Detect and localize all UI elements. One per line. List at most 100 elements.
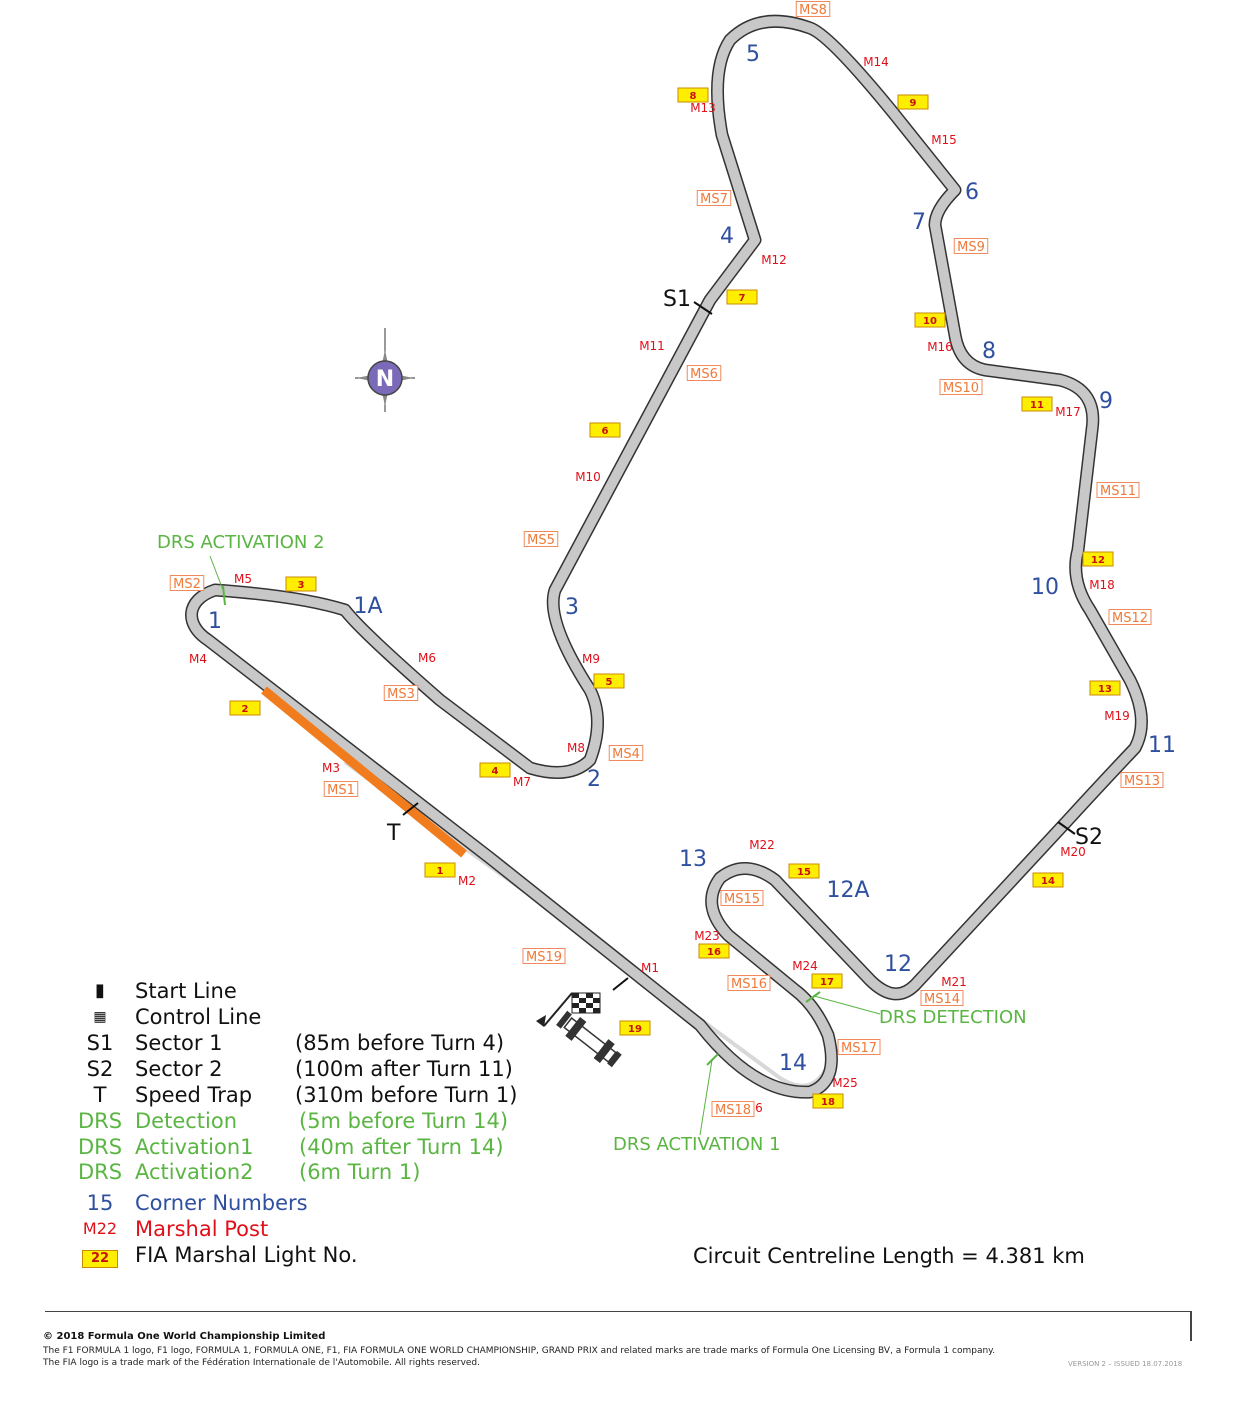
marshal-light: 3: [285, 576, 317, 592]
corner-number: 10: [1031, 575, 1059, 600]
marshal-light: 19: [619, 1020, 651, 1036]
legend-s2-label: Sector 2: [135, 1057, 223, 1081]
marshal-station: MS6: [686, 365, 722, 382]
drs-activation-2-label: DRS ACTIVATION 2: [157, 532, 325, 553]
marshal-light: 5: [593, 673, 625, 689]
legend-corner-label: Corner Numbers: [135, 1191, 308, 1215]
legend-drs-activation-1-label: Activation1: [135, 1135, 254, 1159]
marshal-post: M20: [1060, 845, 1086, 859]
marshal-light: 1: [424, 862, 456, 878]
marshal-station: MS18: [711, 1101, 755, 1118]
legend-t-symbol: T: [93, 1083, 107, 1107]
marshal-post: M18: [1089, 578, 1115, 592]
legend-t-label: Speed Trap: [135, 1083, 253, 1107]
svg-text:7: 7: [739, 293, 746, 304]
marshal-light: 12: [1082, 551, 1114, 567]
marshal-light: 9: [897, 94, 929, 110]
svg-text:8: 8: [690, 91, 697, 102]
drs-activation-1-pointer: [699, 1059, 713, 1136]
drs-detection-pointer: [813, 995, 881, 1015]
chequered-flag-icon: [536, 992, 601, 1027]
sector-2-label: S2: [1075, 825, 1103, 850]
marshal-post: M1: [641, 961, 659, 975]
svg-text:9: 9: [910, 98, 917, 109]
legend-s2-note: (100m after Turn 11): [295, 1057, 513, 1081]
compass-letter: N: [376, 367, 394, 392]
svg-text:MS4: MS4: [612, 747, 640, 762]
svg-text:3: 3: [298, 580, 305, 591]
speed-trap-zone: [261, 686, 467, 858]
marshal-post: M13: [690, 101, 716, 115]
footer-divider-corner: [1190, 1311, 1192, 1341]
corner-number: 5: [746, 42, 760, 67]
legend: ▮ Start Line ▦ Control Line S1 Sector 1 …: [75, 978, 575, 1268]
marshal-light: 7: [726, 289, 758, 305]
svg-text:13: 13: [1098, 684, 1112, 695]
marshal-post: M21: [941, 975, 967, 989]
marshal-post: M11: [639, 339, 665, 353]
sector-2-line: [1057, 821, 1076, 835]
marshal-posts-layer: M1M2M3M4M5M6M7M8M9M10M11M12M13M14M15M16M…: [189, 55, 1130, 1115]
legend-drs-symbol: DRS: [77, 1135, 123, 1159]
legend-drs-detection-note: (5m before Turn 14): [299, 1109, 509, 1133]
marshal-station: MS15: [720, 890, 764, 907]
marshal-post: M25: [832, 1076, 858, 1090]
marshal-station: MS16: [727, 975, 771, 992]
svg-text:14: 14: [1041, 876, 1055, 887]
marshal-post: M23: [694, 929, 720, 943]
marshal-station: MS5: [523, 531, 559, 548]
svg-text:12: 12: [1091, 555, 1105, 566]
circuit-length: Circuit Centreline Length = 4.381 km: [693, 1244, 1085, 1268]
marshal-post: M8: [567, 741, 585, 755]
drs-activation-1-label: DRS ACTIVATION 1: [613, 1134, 781, 1155]
marshal-station: MS3: [383, 685, 419, 702]
marshal-post: M19: [1104, 709, 1130, 723]
svg-text:MS5: MS5: [527, 533, 555, 548]
legend-s1-symbol: S1: [86, 1031, 114, 1055]
marshal-station: MS12: [1108, 609, 1152, 626]
corner-number: 3: [565, 595, 579, 620]
track-surface: [186, 16, 1147, 1098]
svg-text:11: 11: [1030, 400, 1044, 411]
marshal-post: M17: [1055, 405, 1081, 419]
control-line: [612, 977, 629, 991]
drs-activation-2-pointer: [209, 555, 224, 591]
marshal-light: 15: [788, 863, 820, 879]
legend-start-line-label: Start Line: [135, 979, 237, 1003]
legend-t-note: (310m before Turn 1): [295, 1083, 518, 1107]
corner-number: 1: [208, 609, 222, 634]
marshal-light: 17: [811, 973, 843, 989]
marshal-station: MS9: [953, 238, 989, 255]
svg-text:MS14: MS14: [924, 992, 960, 1007]
legend-drs-activation-2-label: Activation2: [135, 1160, 254, 1184]
marshal-station: MS19: [522, 948, 566, 965]
legend-drs-activation-2-note: (6m Turn 1): [299, 1160, 421, 1184]
marshal-post: M5: [234, 572, 252, 586]
legend-drs-activation-1-note: (40m after Turn 14): [299, 1135, 504, 1159]
legend-drs-symbol: DRS: [77, 1109, 123, 1133]
svg-text:6: 6: [602, 426, 609, 437]
sector-1-label: S1: [663, 287, 691, 312]
marshal-stations-layer: MS1MS2MS3MS4MS5MS6MS7MS8MS9MS10MS11MS12M…: [169, 1, 1164, 1118]
svg-text:MS8: MS8: [799, 3, 827, 18]
svg-text:MS10: MS10: [943, 381, 979, 396]
marshal-light: 18: [812, 1093, 844, 1109]
svg-text:MS11: MS11: [1100, 484, 1136, 499]
marshal-post: M7: [513, 775, 531, 789]
corner-number: 2: [587, 767, 601, 792]
marshal-post: M15: [931, 133, 957, 147]
marshal-station: MS7: [696, 190, 732, 207]
corner-number: 1A: [353, 594, 382, 619]
marshal-post: M24: [792, 959, 818, 973]
marshal-post: M4: [189, 652, 207, 666]
legend-light-symbol: 22: [82, 1250, 118, 1268]
marshal-light: 6: [589, 422, 621, 438]
marshal-station: MS1: [323, 781, 359, 798]
marshal-light: 13: [1089, 680, 1121, 696]
svg-text:17: 17: [820, 977, 834, 988]
svg-text:MS15: MS15: [724, 892, 760, 907]
start-line-icon: ▮: [95, 980, 105, 1001]
svg-text:MS1: MS1: [327, 783, 355, 798]
